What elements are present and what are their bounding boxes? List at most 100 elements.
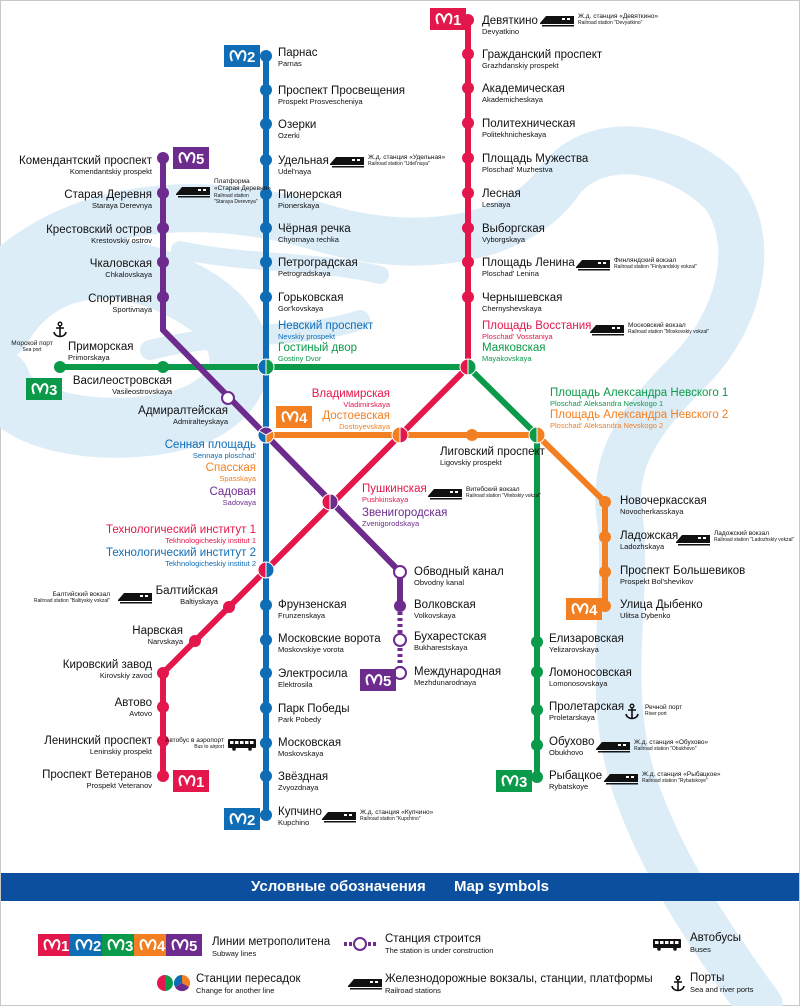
station-dot[interactable] xyxy=(462,222,474,234)
interchange-station[interactable] xyxy=(257,358,275,376)
station-dot[interactable] xyxy=(260,188,272,200)
station-dot[interactable] xyxy=(260,599,272,611)
station-dot[interactable] xyxy=(189,635,201,647)
station[interactable]: Технологический институт 2Tekhnologiches… xyxy=(106,547,256,568)
station-dot[interactable] xyxy=(531,636,543,648)
station-dot[interactable] xyxy=(260,50,272,62)
interchange-station[interactable] xyxy=(391,426,409,444)
station-dot[interactable] xyxy=(260,634,272,646)
station-dot[interactable] xyxy=(462,256,474,268)
station-dot[interactable] xyxy=(599,496,611,508)
station-under-construction-dot[interactable] xyxy=(393,565,407,579)
station-dot[interactable] xyxy=(531,739,543,751)
station-dot[interactable] xyxy=(157,667,169,679)
interchange-station[interactable] xyxy=(321,493,339,511)
station-dot[interactable] xyxy=(462,82,474,94)
station-dot[interactable] xyxy=(260,118,272,130)
station[interactable]: Технологический институт 1Tekhnologiches… xyxy=(106,524,256,545)
station-dot[interactable] xyxy=(462,48,474,60)
station-dot[interactable] xyxy=(599,531,611,543)
station-dot[interactable] xyxy=(157,187,169,199)
station-dot[interactable] xyxy=(157,361,169,373)
station-dot[interactable] xyxy=(260,809,272,821)
station-dot[interactable] xyxy=(531,666,543,678)
station-dot[interactable] xyxy=(531,704,543,716)
station-dot[interactable] xyxy=(260,84,272,96)
station-dot[interactable] xyxy=(157,256,169,268)
station-dot[interactable] xyxy=(54,361,66,373)
station-dot[interactable] xyxy=(260,256,272,268)
station-dot[interactable] xyxy=(466,429,478,441)
station-dot[interactable] xyxy=(260,154,272,166)
station-dot[interactable] xyxy=(157,291,169,303)
station-dot[interactable] xyxy=(260,291,272,303)
station-dot[interactable] xyxy=(462,187,474,199)
station-under-construction-dot[interactable] xyxy=(393,633,407,647)
station-dot[interactable] xyxy=(260,702,272,714)
interchange-station[interactable] xyxy=(257,426,275,444)
station-under-construction-dot[interactable] xyxy=(221,391,235,405)
station-dot[interactable] xyxy=(599,566,611,578)
station-dot[interactable] xyxy=(157,701,169,713)
station-dot[interactable] xyxy=(260,737,272,749)
station-dot[interactable] xyxy=(157,222,169,234)
station-dot[interactable] xyxy=(157,152,169,164)
interchange-station[interactable] xyxy=(257,561,275,579)
station-dot[interactable] xyxy=(260,667,272,679)
station-dot[interactable] xyxy=(531,771,543,783)
